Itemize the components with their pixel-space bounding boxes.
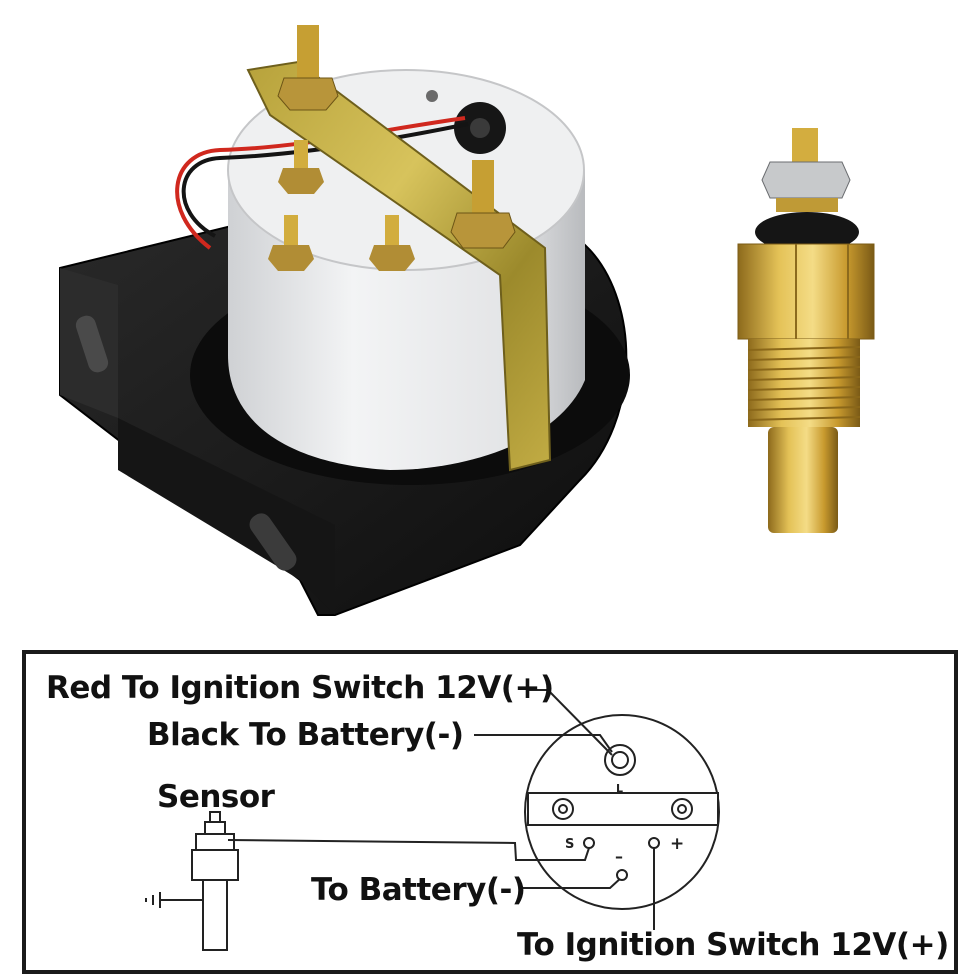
bar-screw-left: [552, 798, 574, 820]
terminal-negative: [616, 869, 628, 881]
to-ignition-label: To Ignition Switch 12V(+): [517, 927, 949, 963]
bracket-slot-right: [249, 513, 297, 571]
sensor-photo: [737, 128, 875, 533]
sensor-label: Sensor: [157, 779, 275, 815]
sensor-nut: [761, 161, 851, 199]
sensor-terminal-mark: S: [565, 837, 574, 852]
bracket-slot-left: [75, 315, 109, 373]
sensor-schematic: [145, 811, 239, 951]
lamp-terminal-mark: L: [616, 782, 623, 795]
sensor-hex: [737, 243, 875, 340]
sensor-thread: [748, 339, 860, 427]
terminal-s: [583, 837, 595, 849]
positive-terminal-mark: +: [670, 834, 684, 854]
terminal-positive: [648, 837, 660, 849]
to-battery-label: To Battery(-): [311, 872, 526, 908]
terminal-small-2: [268, 215, 314, 271]
stud-right: [450, 160, 516, 249]
sensor-stud: [792, 128, 818, 166]
negative-terminal-mark: –: [615, 847, 623, 866]
gauge-photo: [59, 25, 630, 616]
light-hole: [426, 90, 438, 102]
terminal-small-1: [278, 140, 324, 194]
mounting-strap: [246, 60, 552, 472]
bar-screw-right: [671, 798, 693, 820]
terminal-small-3: [369, 215, 415, 271]
red-wire-label: Red To Ignition Switch 12V(+): [46, 670, 554, 706]
ground-symbol: [145, 892, 203, 908]
lamp-socket: [604, 744, 636, 776]
gauge-schematic: [524, 714, 720, 910]
sensor-insulator: [755, 212, 859, 252]
sensor-probe: [768, 427, 838, 533]
black-wire: [181, 122, 469, 238]
gauge-terminal-bar: [527, 792, 719, 826]
red-wire: [175, 116, 466, 250]
black-wire-label: Black To Battery(-): [147, 717, 464, 753]
stud-top: [277, 25, 339, 111]
wiring-diagram-panel: [22, 650, 958, 974]
diagram-lines: [227, 689, 655, 930]
